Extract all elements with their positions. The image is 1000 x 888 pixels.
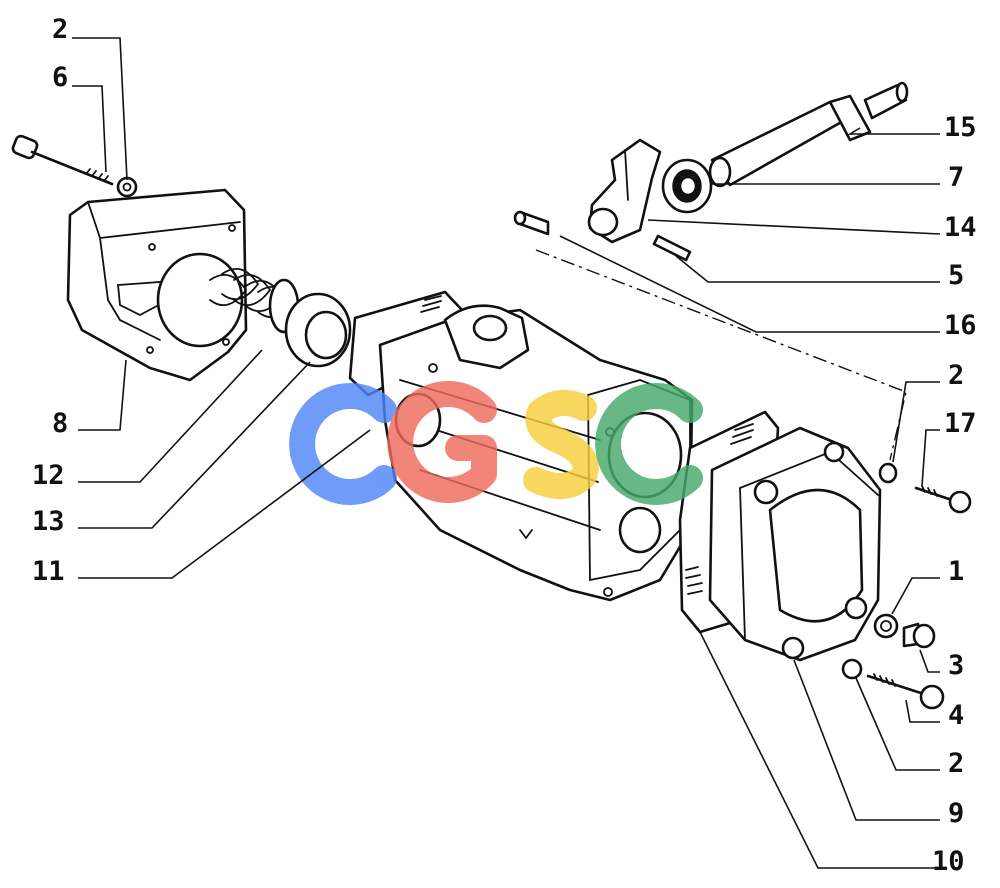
callout-label: 1 [948,556,964,587]
lever-14 [587,138,662,244]
callout-label: 10 [932,846,965,877]
callout-label: 15 [944,112,977,143]
washer-2-top-left [116,176,138,198]
washer-2-bottom-right [841,658,863,680]
watermark-text: CGSC [494,456,506,461]
callout-label: 11 [32,556,65,587]
callout-label: 3 [948,650,964,681]
valve-body-main [378,304,694,602]
callout-label: 4 [948,700,964,731]
cover-9 [708,426,882,662]
callout-label: 8 [52,408,68,439]
callout-label: 2 [948,360,964,391]
callout-label: 9 [948,798,964,829]
callout-label: 5 [948,260,964,291]
washer-2-mid-right [878,462,898,484]
callout-label: 2 [948,748,964,779]
assembly-axis [535,249,907,461]
bolt-4 [866,673,945,710]
washer-1 [873,613,899,639]
leader-lines [72,37,941,869]
bolt-17 [914,485,972,514]
callout-label: 12 [32,460,65,491]
callout-label: 16 [944,310,977,341]
callout-labels: 2 6 8 12 13 11 15 7 14 5 16 2 17 1 3 4 2… [32,14,977,877]
callout-label: 7 [948,162,964,193]
cover-8 [66,188,248,382]
seal-7 [661,158,713,214]
watermark-cgsc [289,381,703,505]
shaft-15 [708,81,909,188]
callout-label: 13 [32,506,65,537]
callout-label: 14 [944,212,977,243]
spring-cup-13 [284,292,352,368]
callout-label: 2 [52,14,68,45]
plug-3 [902,622,936,649]
pin-5 [652,234,692,262]
pin-16 [513,210,550,236]
callout-label: 17 [944,408,977,439]
callout-label: 6 [52,62,68,93]
bolt-6 [11,134,114,186]
